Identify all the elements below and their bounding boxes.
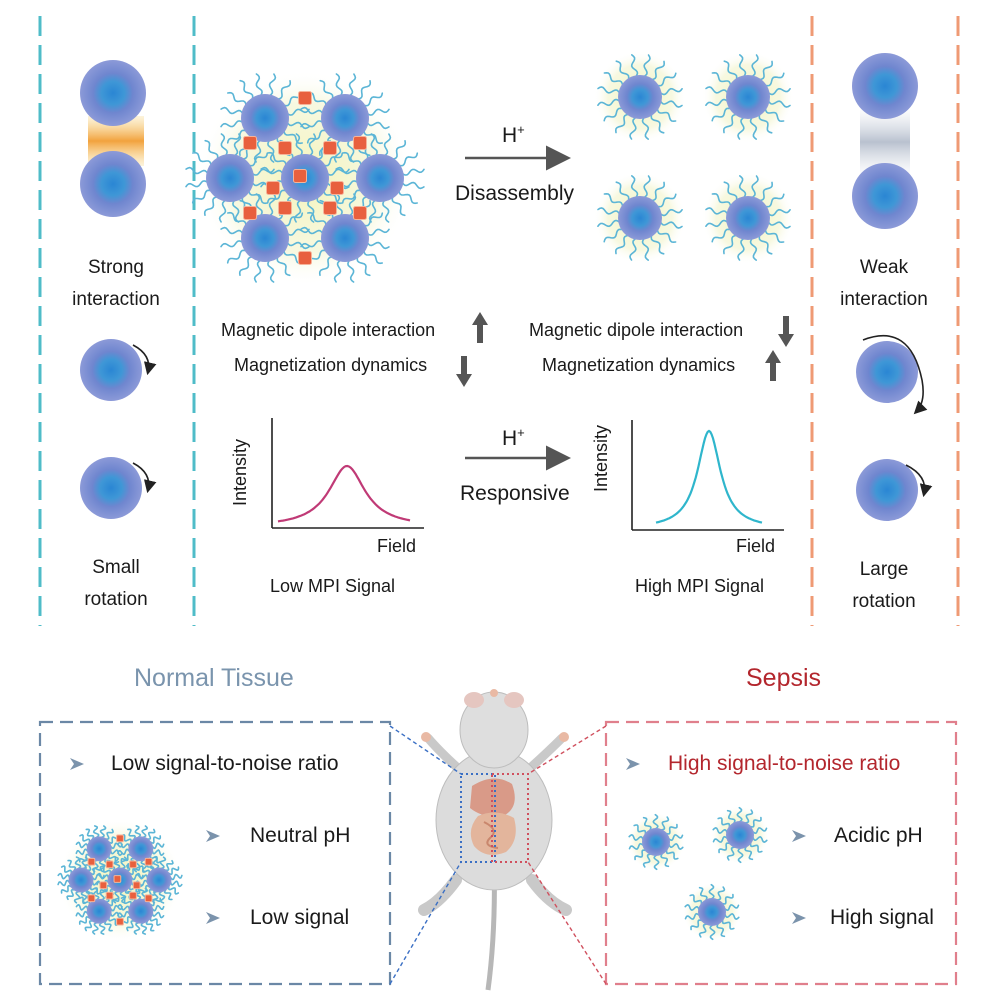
down-arrow-icon <box>456 356 472 387</box>
chevron-arrow-icon <box>70 758 806 924</box>
disassembled-nanoparticles <box>593 50 795 265</box>
rotation-arrow-icon <box>862 335 928 415</box>
down-arrow-icon <box>778 316 794 347</box>
sepsis-item-snr: High signal-to-noise ratio <box>668 752 901 775</box>
small-rotation-particle-2 <box>80 457 157 519</box>
dipole-left-label: Magnetic dipole interaction <box>221 320 436 340</box>
dipole-right-label: Magnetic dipole interaction <box>529 320 744 340</box>
right-weak-label: Weak <box>859 257 909 278</box>
rotation-arrow-icon <box>132 344 157 376</box>
rotation-arrow-icon <box>905 464 933 498</box>
high-plot-xlabel: Field <box>736 536 776 556</box>
disassembly-label: Disassembly <box>455 182 575 205</box>
high-mpi-plot <box>631 420 784 531</box>
weak-interaction-pair <box>852 53 918 229</box>
normal-connector <box>389 725 462 775</box>
top-frame <box>38 14 960 628</box>
high-mpi-caption: High MPI Signal <box>635 576 765 596</box>
normal-tissue-cluster-icon <box>57 818 183 942</box>
right-interaction-label: interaction <box>840 289 928 310</box>
right-large-label: Large <box>859 559 909 580</box>
normal-item-snr: Low signal-to-noise ratio <box>111 752 339 775</box>
h-plus-label-bottom: H+ <box>502 425 525 450</box>
high-plot-ylabel: Intensity <box>591 424 612 493</box>
normal-tissue-title: Normal Tissue <box>134 664 294 692</box>
sepsis-box <box>604 720 958 986</box>
sepsis-connector <box>527 861 607 985</box>
sepsis-item-signal: High signal <box>830 906 934 929</box>
sepsis-item-ph: Acidic pH <box>834 824 923 847</box>
sepsis-particles <box>626 805 770 942</box>
normal-connector <box>389 861 462 985</box>
strong-interaction-pair <box>80 60 146 217</box>
sepsis-title: Sepsis <box>746 664 822 692</box>
large-rotation-particle-2 <box>856 459 933 521</box>
normal-item-ph: Neutral pH <box>250 824 351 847</box>
sepsis-connector <box>527 725 607 775</box>
right-rotation-label: rotation <box>852 591 916 612</box>
low-signal-curve <box>277 464 411 523</box>
left-small-label: Small <box>92 557 140 578</box>
low-plot-ylabel: Intensity <box>230 438 251 507</box>
low-mpi-plot <box>271 418 424 529</box>
assembled-nanoparticle-cluster <box>185 70 425 286</box>
normal-item-signal: Low signal <box>250 906 350 929</box>
rotation-arrow-icon <box>132 462 157 494</box>
normal-tissue-box <box>38 720 392 986</box>
left-rotation-label: rotation <box>84 589 148 610</box>
low-mpi-caption: Low MPI Signal <box>270 576 396 596</box>
dynamics-right-label: Magnetization dynamics <box>542 355 736 375</box>
mouse-icon <box>418 689 572 991</box>
up-arrow-icon <box>472 312 488 343</box>
left-strong-label: Strong <box>88 257 144 278</box>
large-rotation-particle-1 <box>856 335 928 415</box>
up-arrow-icon <box>765 350 781 381</box>
left-interaction-label: interaction <box>72 289 160 310</box>
responsive-label: Responsive <box>460 482 570 505</box>
h-plus-label-top: H+ <box>502 122 525 147</box>
small-rotation-particle-1 <box>80 339 157 401</box>
dynamics-left-label: Magnetization dynamics <box>234 355 428 375</box>
high-signal-curve <box>655 429 763 524</box>
low-plot-xlabel: Field <box>377 536 417 556</box>
